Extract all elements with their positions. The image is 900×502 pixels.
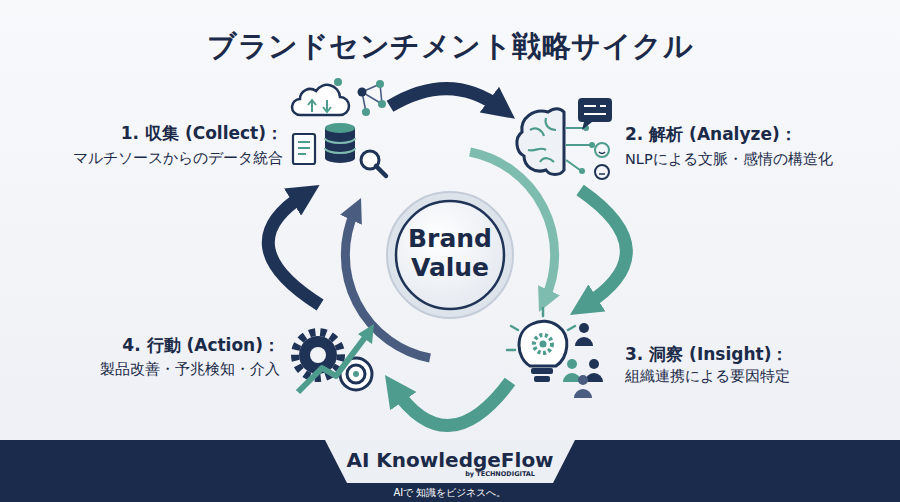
database-bands [325,138,355,153]
circuit-dot [579,168,585,174]
social-dot [334,78,342,86]
document-lines [298,142,310,154]
cycle-arrow [580,190,626,305]
stage-heading: 2. 解析 (Analyze)： [625,124,863,144]
circle-halo [387,192,513,318]
stage-description: NLPによる文脈・感情の構造化 [625,151,863,168]
cycle-arrow [390,89,501,108]
gear-hole [310,347,326,363]
growth-arrow-head [358,324,374,344]
network-node [376,80,384,88]
target-ring [347,365,365,383]
insight-icon [507,308,603,398]
target-center [353,371,359,377]
gear-hub [540,341,547,348]
stage-node: 1. 収集 (Collect)： マルチソースからのデータ統合 [55,80,390,185]
network-node [358,88,367,97]
person-head [567,359,577,369]
stage-node: 4. 行動 (Action)： 製品改善・予兆検知・介入 [90,305,385,405]
document-symbol [293,134,315,164]
network-links [362,84,382,112]
magnifier-handle [376,166,386,176]
person-head [578,375,588,385]
person-body [585,373,603,382]
bubble-lines [584,106,606,114]
circle-core [396,201,504,309]
tab-shape [325,440,575,483]
bulb-base [534,376,550,382]
center-label: Brand Value [395,225,505,283]
stage-node: 2. 解析 (Analyze)： NLPによる文脈・感情の構造化 [515,95,865,190]
stage-description: 組織連携による要因特定 [625,368,848,385]
person-body [563,373,581,382]
collect-icon [292,78,386,176]
circuit-dot [589,142,595,148]
value-circle: Brand Value [385,190,515,320]
circuit-dot [583,125,589,131]
stage-heading: 4. 行動 (Action)： [90,335,280,355]
gear-teeth [295,332,341,378]
tagline: AIで 知識をビジネスへ。 [0,487,900,499]
person-head [589,359,599,369]
bulb-base [531,368,553,374]
magnifier-symbol [361,151,379,169]
person-head [579,323,589,333]
stage-heading: 1. 収集 (Collect)： [55,123,283,143]
footer-band: AIで 知識をビジネスへ。 AI KnowledgeFlowby TECHNODI… [0,440,900,502]
bulb-rays [507,308,575,350]
cloud-symbol [292,85,349,115]
face-mouths [599,152,605,174]
circuit-lines [566,128,590,170]
brain-folds [528,118,556,162]
brand-byline: by TECHNODIGITAL [435,471,535,479]
brand-tab: AI KnowledgeFlowby TECHNODIGITAL [325,440,575,484]
target-symbol [340,358,372,390]
gear-symbol [534,335,552,353]
brain-symbol [517,109,564,175]
speech-tail [582,122,592,130]
action-icon [295,324,374,392]
sentiment-face [595,165,609,179]
stage-node: 3. 洞察 (Insight)： 組織連携による要因特定 [510,315,850,410]
stage-description: 製品改善・予兆検知・介入 [90,361,280,378]
cycle-arrow [395,382,510,426]
gear-symbol [299,336,337,374]
lightbulb-symbol [519,321,567,366]
growth-arrow [298,336,366,392]
analyze-icon [517,98,612,179]
speech-bubble [578,98,612,122]
brand-name: AI KnowledgeFlow [325,448,575,472]
network-node [362,108,370,116]
cycle-arrow [268,195,320,305]
database-symbol [325,128,355,163]
stage-description: マルチソースからのデータ統合 [55,150,283,167]
sentiment-face [595,143,609,157]
person-body [574,389,592,398]
database-top [325,123,355,133]
sync-arrows [308,100,331,112]
network-node [378,100,386,108]
diagram-title: ブランドセンチメント戦略サイクル [0,27,900,67]
person-body [575,337,593,346]
stage-heading: 3. 洞察 (Insight)： [625,344,848,364]
